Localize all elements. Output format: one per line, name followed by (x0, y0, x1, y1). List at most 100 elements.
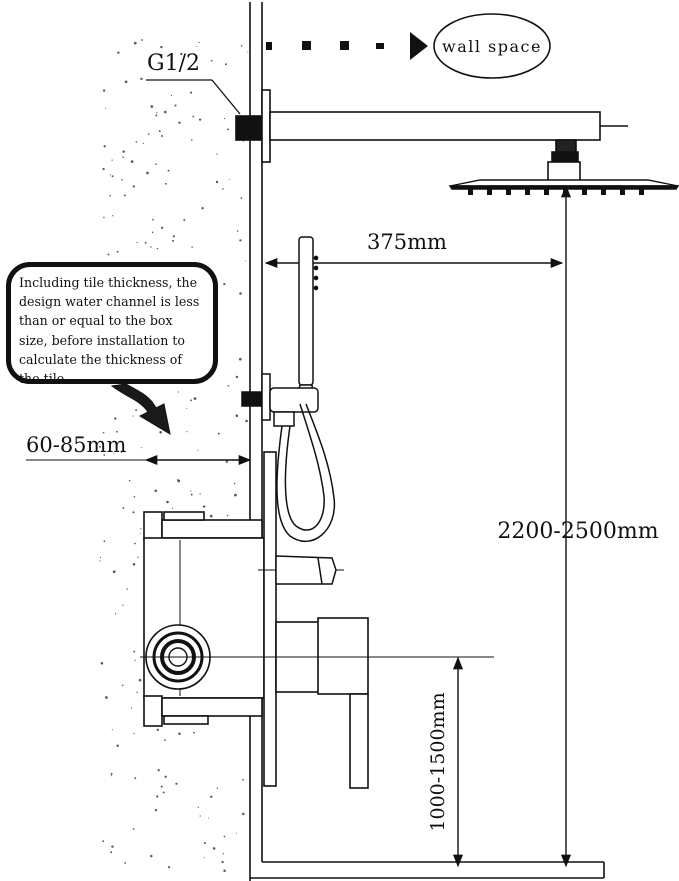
wall-speckle (240, 44, 243, 47)
wall-speckle (103, 454, 106, 456)
shower-arm (235, 89, 628, 183)
wall-speckle (183, 218, 186, 221)
wall-speckle (114, 417, 117, 420)
wall-speckle (236, 832, 237, 834)
wall-space-label: wall space (442, 37, 542, 56)
wall-speckle (198, 41, 200, 44)
wall-speckle (133, 650, 136, 653)
wall-speckle (103, 216, 105, 219)
wall-speckle (247, 51, 249, 53)
wall-speckle (199, 493, 201, 495)
wall-speckle (186, 407, 188, 409)
shower-nozzle (639, 189, 644, 195)
wall-speckle (114, 613, 117, 615)
wall-speckle (240, 197, 243, 199)
wall-speckle (234, 493, 237, 497)
wall-speckle (133, 496, 136, 498)
wall-speckle (186, 431, 188, 433)
wall-speckle (159, 430, 163, 434)
valve-box (143, 511, 265, 727)
wall-speckle (201, 207, 204, 210)
wall-speckle (192, 115, 195, 118)
wall-speckle (151, 231, 154, 234)
wall-speckle (150, 246, 152, 248)
wall-speckle (199, 815, 201, 817)
wall-speckle (172, 239, 174, 242)
wall-speckle (150, 854, 153, 858)
wall-speckle (190, 493, 193, 496)
rain-shower-head (448, 179, 679, 190)
wall-speckle (123, 194, 126, 197)
wall-speckle (140, 528, 142, 530)
wall-speckle (191, 139, 193, 141)
hand-shower (295, 236, 319, 403)
wall-speckle (156, 795, 159, 798)
trim-plate (263, 451, 277, 787)
wall-speckle (132, 415, 134, 417)
wall-speckle (135, 141, 138, 143)
wall-speckle (221, 860, 224, 864)
note-callout-tail (110, 383, 171, 436)
mixer-handle (275, 617, 369, 789)
wall-speckle (156, 728, 159, 731)
wall-speckle (130, 160, 134, 163)
wall-speckle (155, 114, 158, 117)
wall-speckle (174, 104, 177, 107)
wall-speckle (102, 840, 105, 843)
wall-speckle (116, 250, 119, 253)
wall-speckle (141, 39, 143, 41)
thread-leader (146, 79, 241, 115)
wall-speckle (156, 247, 159, 250)
wall-speckle (132, 511, 135, 514)
wall-speckle (233, 482, 236, 485)
wall-speckle (164, 110, 167, 114)
wall-speckle (124, 80, 128, 84)
shower-nozzle (620, 189, 625, 195)
wall-speckle (208, 817, 210, 819)
wall-speckle (197, 806, 199, 808)
wall-speckle (102, 89, 106, 92)
wall-speckle (103, 540, 106, 543)
wall-speckle (155, 163, 157, 166)
wall-speckle (122, 156, 124, 158)
wall-speckle (223, 282, 226, 286)
wall-speckle (133, 732, 135, 735)
wall-speckle (158, 130, 161, 133)
wall-speckle (197, 449, 199, 451)
wall-space-arrow (266, 32, 428, 60)
wall-speckle (132, 563, 136, 566)
wall-speckle (172, 235, 175, 238)
wall-speckle (160, 785, 163, 788)
wall-speckle (152, 218, 154, 221)
wall-speckle (160, 134, 164, 138)
wall-speckle (150, 105, 154, 108)
wall-speckle (130, 707, 133, 709)
wall-speckle (245, 419, 248, 423)
wall-speckle (203, 841, 206, 845)
wall-speckle (134, 659, 136, 662)
valve-height-label: 1000-1500mm (427, 692, 449, 831)
wall-speckle (198, 118, 202, 121)
wall-speckle (122, 604, 124, 606)
wall-speckle (116, 430, 118, 433)
wall-speckle (135, 409, 138, 412)
wall-speckle (126, 588, 128, 590)
wall-speckle (154, 489, 158, 493)
wall-speckle (160, 45, 163, 49)
shower-nozzle (544, 189, 549, 195)
wall-depth-label: 60-85mm (26, 433, 126, 457)
wall-speckle (157, 768, 160, 772)
wall-speckle (238, 357, 242, 361)
wall-speckle (154, 809, 158, 812)
wall-speckle (120, 451, 123, 454)
shower-nozzles (468, 189, 644, 195)
arm-reach-label: 375mm (367, 230, 447, 254)
diverter-knob (258, 555, 344, 585)
tile-thickness-note: Including tile thickness, the design wat… (6, 262, 218, 386)
wall-speckle (112, 570, 116, 574)
wall-speckle (156, 112, 158, 114)
wall-speckle (107, 253, 110, 256)
wall-speckle (226, 514, 229, 517)
